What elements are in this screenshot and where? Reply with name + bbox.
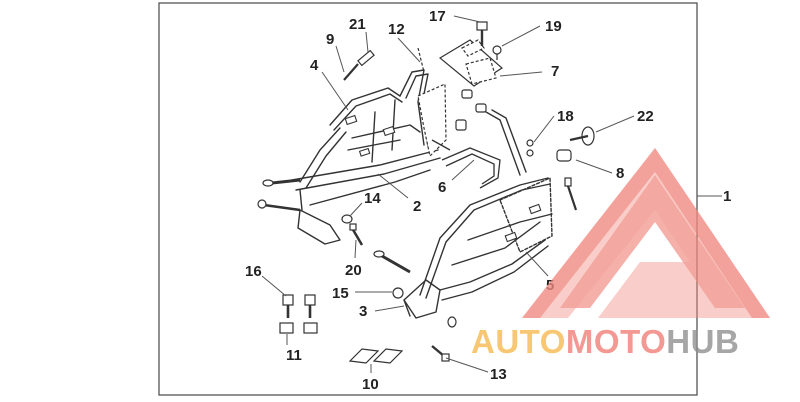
- part-label-20: 20: [345, 262, 362, 279]
- left-frame-tabs: [344, 114, 396, 157]
- left-mud-plate: [417, 83, 447, 158]
- part-label-8: 8: [616, 165, 624, 182]
- watermark-triangle-logo: [522, 148, 770, 318]
- part-label-21: 21: [349, 16, 366, 33]
- part-label-9: 9: [326, 31, 334, 48]
- bolts-16: [282, 294, 316, 318]
- part-label-17: 17: [429, 8, 446, 25]
- leader-lines: [261, 15, 635, 373]
- part-label-13: 13: [490, 366, 507, 383]
- pin-bolt-9-21: [343, 49, 375, 81]
- top-plate-7: [417, 39, 503, 87]
- right-carrier-frame: [403, 109, 553, 319]
- part-number-labels: 21 9 4 12 17 19 7 18 22 8 6 2 14 20 5 16…: [245, 8, 654, 393]
- part-label-7: 7: [551, 63, 559, 80]
- part-label-16: 16: [245, 263, 262, 280]
- part-label-10: 10: [362, 376, 379, 393]
- nuts-11: [279, 322, 318, 334]
- bolt-17: [476, 21, 488, 46]
- bushing-22-8: [556, 126, 595, 162]
- washer-bolt-14-20: [341, 214, 364, 246]
- part-label-11: 11: [286, 347, 302, 364]
- vertical-bolt: [564, 177, 578, 211]
- left-carrier-frame: [291, 69, 441, 245]
- nut-19: [492, 45, 502, 60]
- watermark-word-hub: HUB: [666, 323, 739, 360]
- left-bolt-assembly: [257, 178, 301, 212]
- part-label-19: 19: [545, 18, 562, 35]
- part-label-2: 2: [413, 198, 421, 215]
- diagram-frame: [158, 2, 698, 396]
- right-frame-tabs: [504, 203, 542, 243]
- watermark-word-moto: MOTO: [566, 323, 666, 360]
- spacers-12: [455, 89, 487, 131]
- part-label-18: 18: [557, 108, 574, 125]
- bolts-18: [526, 139, 534, 157]
- part-label-22: 22: [637, 108, 654, 125]
- right-bolt-assembly: [373, 250, 457, 362]
- part-label-14: 14: [364, 190, 381, 207]
- part-label-6: 6: [438, 179, 446, 196]
- automotohub-watermark: AUTOMOTOHUB: [471, 148, 770, 360]
- support-bracket-6: [431, 139, 501, 189]
- part-label-15: 15: [332, 285, 349, 302]
- part-label-4: 4: [310, 57, 319, 74]
- watermark-word-auto: AUTO: [471, 323, 566, 360]
- watermark-text: AUTOMOTOHUB: [471, 323, 739, 360]
- pads-10: [348, 348, 404, 364]
- frame-label-1: 1: [723, 188, 731, 205]
- part-label-3: 3: [359, 303, 367, 320]
- part-label-12: 12: [388, 21, 405, 38]
